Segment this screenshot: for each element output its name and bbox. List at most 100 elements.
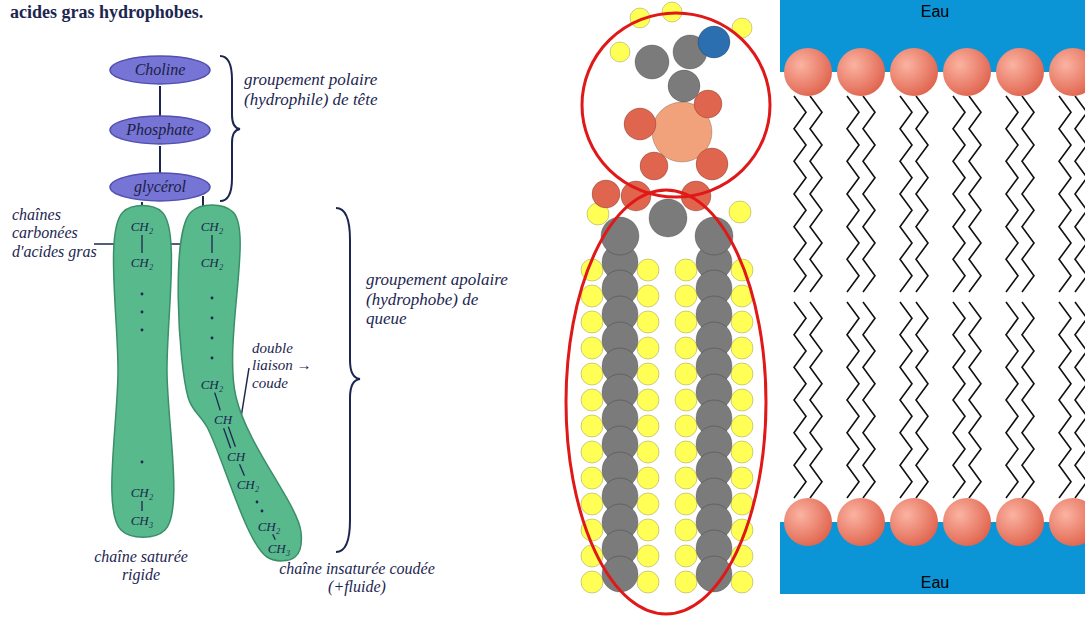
ellipsis-dot [261, 510, 264, 513]
tail-line [847, 96, 859, 292]
atom-sphere [637, 571, 659, 593]
oval-outline [110, 116, 210, 144]
chemical-group: CH₂ [131, 220, 154, 233]
polar-head [890, 498, 938, 546]
bond-line [211, 235, 212, 253]
atom-sphere [592, 180, 620, 208]
chemical-group: CH [214, 413, 232, 426]
tail-line [1022, 302, 1034, 498]
bond-connector [159, 86, 161, 116]
ellipsis-dot [211, 357, 214, 360]
callout-label: double liaison → coude [252, 340, 334, 392]
lipid-tails [794, 96, 1085, 498]
ellipsis-dot [256, 501, 259, 504]
cut-heading: acides gras hydrophobes. [10, 2, 310, 23]
atom-sphere [635, 45, 669, 79]
polar-head [996, 498, 1044, 546]
tail-line [953, 96, 965, 292]
tail-line [1006, 96, 1018, 292]
atom-sphere [675, 311, 697, 333]
atom-sphere [694, 90, 722, 118]
water-label: Eau [885, 3, 985, 21]
chemical-group: CH₃ [131, 514, 154, 527]
chain-caption: chaîne insaturée coudée (+fluide) [262, 560, 452, 597]
atom-sphere [696, 148, 728, 180]
atom-sphere [581, 337, 603, 359]
atom-sphere [637, 363, 659, 385]
atom-sphere [731, 571, 753, 593]
molecule-oval: glycérol [109, 172, 211, 202]
chemical-group: CH₃ [268, 542, 291, 555]
atom-sphere [637, 545, 659, 567]
tail-line [1006, 302, 1018, 498]
atom-sphere [581, 363, 603, 385]
atom-sphere [675, 337, 697, 359]
polar-head [943, 498, 991, 546]
head-circle [582, 13, 770, 197]
bond-line [141, 501, 142, 511]
chain-outline [112, 205, 174, 537]
bond-line [215, 393, 221, 411]
chemical-group: CH₂ [237, 478, 260, 491]
atom-sphere [637, 467, 659, 489]
ellipsis-dot [141, 461, 144, 464]
atom-sphere [675, 571, 697, 593]
bracket [220, 56, 240, 201]
atom-sphere [581, 311, 603, 333]
atom-sphere [675, 259, 697, 281]
tail-line [969, 302, 981, 498]
atom-sphere [675, 441, 697, 463]
polar-head [1049, 48, 1085, 96]
atom-sphere [637, 389, 659, 411]
chemical-group: CH₂ [201, 220, 224, 233]
tail-circle [566, 190, 766, 614]
atom-sphere [637, 415, 659, 437]
atom-sphere [640, 152, 668, 180]
chemical-group: CH₂ [201, 378, 224, 391]
tail-line [863, 302, 875, 498]
polar-head [837, 48, 885, 96]
atom-sphere [675, 363, 697, 385]
atom-sphere [675, 519, 697, 541]
tail-line [863, 96, 875, 292]
tail-line [900, 302, 912, 498]
atom-sphere [731, 493, 753, 515]
bracket [336, 208, 360, 552]
chemical-group: CH [227, 450, 245, 463]
ellipsis-dot [141, 329, 144, 332]
ellipsis-dot [211, 317, 214, 320]
atom-sphere [675, 493, 697, 515]
atom-sphere [731, 415, 753, 437]
atom-sphere [698, 26, 730, 58]
atom-sphere [581, 389, 603, 411]
tail-line [1022, 96, 1034, 292]
atom-sphere [601, 217, 639, 255]
tail-line [916, 302, 928, 498]
chemical-group: CH₂ [201, 256, 224, 269]
polar-head [784, 48, 832, 96]
bond-line [141, 235, 142, 253]
polar-head [1049, 498, 1085, 546]
tail-line [1059, 302, 1071, 498]
space-filling-model [581, 2, 753, 593]
atom-sphere [637, 259, 659, 281]
lipid-heads [784, 48, 1085, 546]
tail-line [847, 302, 859, 498]
water-label: Eau [885, 574, 985, 592]
group-label: groupement polaire (hydrophile) de tête [244, 70, 394, 109]
molecule-oval: Choline [109, 55, 211, 85]
chemical-group: CH₂ [131, 256, 154, 269]
atom-sphere [729, 201, 751, 223]
atom-sphere [731, 363, 753, 385]
atom-sphere [637, 285, 659, 307]
atom-sphere [624, 108, 656, 140]
tail-line [810, 96, 822, 292]
atom-sphere [731, 467, 753, 489]
chain-label: chaînes carbonées d'acides gras [12, 206, 112, 261]
atom-sphere [581, 285, 603, 307]
tail-line [969, 96, 981, 292]
bond-line [273, 534, 276, 540]
tail-line [794, 96, 806, 292]
atom-sphere [581, 571, 603, 593]
atom-sphere [581, 467, 603, 489]
